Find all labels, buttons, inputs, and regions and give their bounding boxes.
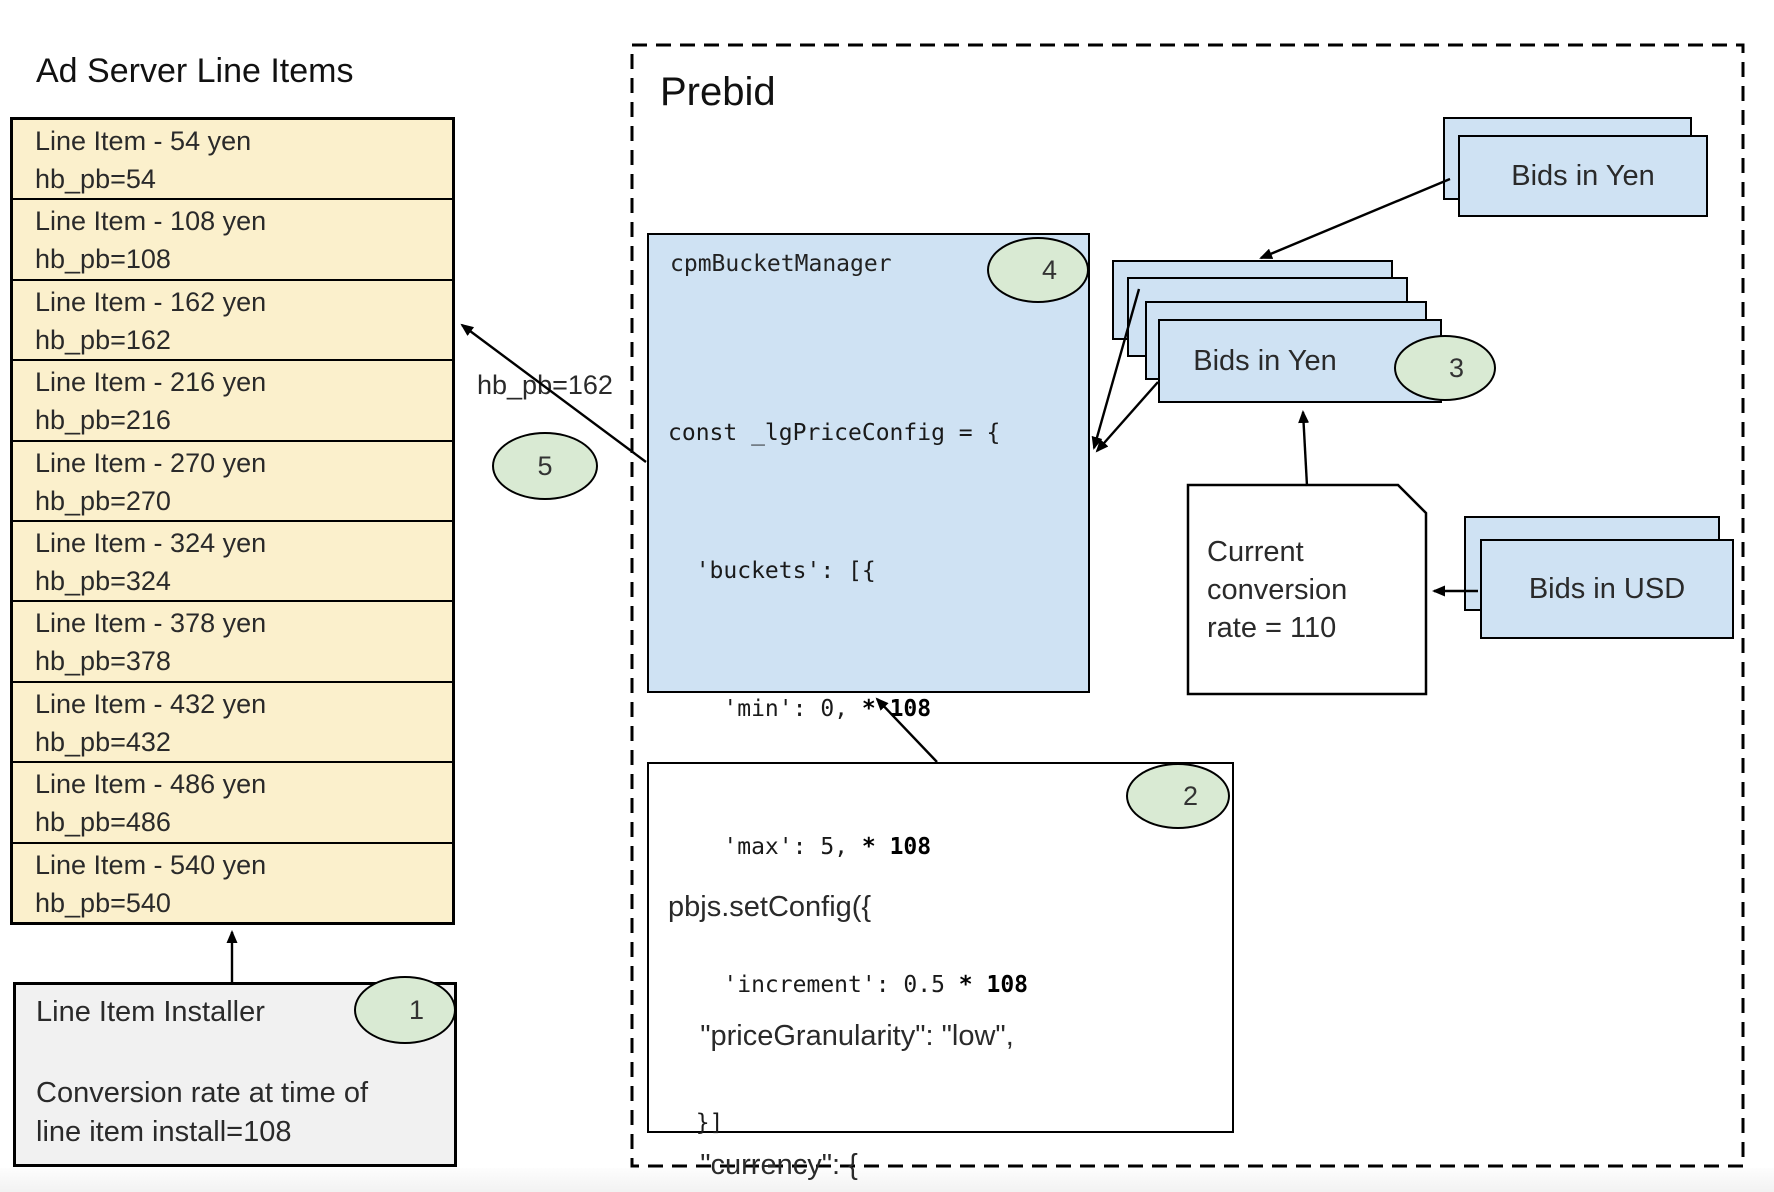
line-item-hbpb: hb_pb=54 [35,164,156,194]
code-line: "priceGranularity": "low", [668,1020,1014,1052]
line-item-table: Line Item - 54 yen hb_pb=54 Line Item - … [10,117,455,925]
step-badge-2: 2 [1126,763,1230,829]
bids-in-yen-incoming-card: Bids in Yen [1458,135,1708,217]
line-item-label: Line Item - 108 yen [35,206,267,237]
step-badge-3: 3 [1394,335,1496,401]
conversion-rate-note: Current conversion rate = 110 [1207,533,1347,647]
conversion-line3: rate = 110 [1207,612,1337,644]
code-line: const _lgPriceConfig = { [668,420,1001,446]
installer-title: Line Item Installer [36,996,265,1028]
line-item-hbpb: hb_pb=486 [35,807,171,838]
step-badge-4: 4 [987,237,1089,303]
line-item-label: Line Item - 54 yen [35,126,252,156]
code-line: 'min': 0, * 108 [668,696,932,722]
card-label: Bids in USD [1528,572,1686,605]
installer-note-line1: Conversion rate at time of [36,1077,369,1109]
badge-number: 1 [408,994,424,1025]
table-row: Line Item - 486 yen hb_pb=486 [13,763,452,844]
line-item-label: Line Item - 324 yen [35,528,267,559]
installer-note: Conversion rate at time of line item ins… [36,1074,368,1152]
hb-pb-arrow-label: hb_pb=162 [477,370,613,400]
line-item-label: Line Item - 432 yen [35,688,267,719]
line-item-hbpb: hb_pb=324 [35,566,171,597]
step-badge-1: 1 [354,976,456,1044]
card-label: Bids in Yen [1511,159,1655,192]
line-item-hbpb: hb_pb=540 [35,887,171,918]
set-config-code: pbjs.setConfig({ "priceGranularity": "lo… [668,800,1086,1192]
badge-number: 2 [1182,780,1198,811]
line-item-hbpb: hb_pb=108 [35,244,171,275]
line-item-hbpb: hb_pb=270 [35,485,171,516]
line-item-hbpb: hb_pb=378 [35,646,171,677]
conversion-line2: conversion [1207,574,1348,606]
table-row: Line Item - 378 yen hb_pb=378 [13,602,452,683]
table-row: Line Item - 108 yen hb_pb=108 [13,200,452,281]
badge-number: 4 [1041,254,1057,285]
table-row: Line Item - 540 yen hb_pb=540 [13,844,452,922]
line-item-label: Line Item - 216 yen [35,367,267,398]
badge-number: 5 [537,450,553,481]
table-row: Line Item - 324 yen hb_pb=324 [13,522,452,603]
line-item-hbpb: hb_pb=162 [35,324,171,355]
badge-number: 3 [1448,352,1464,383]
line-item-hbpb: hb_pb=432 [35,726,171,757]
code-line: pbjs.setConfig({ [668,891,872,923]
prebid-title: Prebid [660,70,776,114]
installer-note-line2: line item install=108 [36,1116,292,1148]
code-line: 'buckets': [{ [668,558,876,584]
code-line: "currency": { [668,1149,858,1181]
arrow-incoming-to-stack [1259,177,1451,260]
arrow-conversion-to-stack [1298,410,1310,487]
line-item-label: Line Item - 540 yen [35,849,267,880]
table-row: Line Item - 162 yen hb_pb=162 [13,281,452,362]
step-badge-5: 5 [492,432,598,500]
table-row: Line Item - 216 yen hb_pb=216 [13,361,452,442]
table-row: Line Item - 432 yen hb_pb=432 [13,683,452,764]
cpm-bucket-manager-label: cpmBucketManager [670,251,892,277]
bids-in-usd-card: Bids in USD [1480,539,1734,639]
table-row: Line Item - 54 yen hb_pb=54 [13,120,452,201]
line-item-label: Line Item - 162 yen [35,286,267,317]
arrow-stack-to-cpm-2 [1095,381,1159,453]
line-item-label: Line Item - 486 yen [35,769,267,800]
line-item-label: Line Item - 378 yen [35,608,267,639]
bottom-strip [0,1168,1774,1192]
conversion-line1: Current [1207,536,1304,568]
card-label: Bids in Yen [1193,344,1337,377]
ad-server-title: Ad Server Line Items [36,52,354,90]
table-row: Line Item - 270 yen hb_pb=270 [13,442,452,523]
line-item-hbpb: hb_pb=216 [35,405,171,436]
line-item-label: Line Item - 270 yen [35,447,267,478]
